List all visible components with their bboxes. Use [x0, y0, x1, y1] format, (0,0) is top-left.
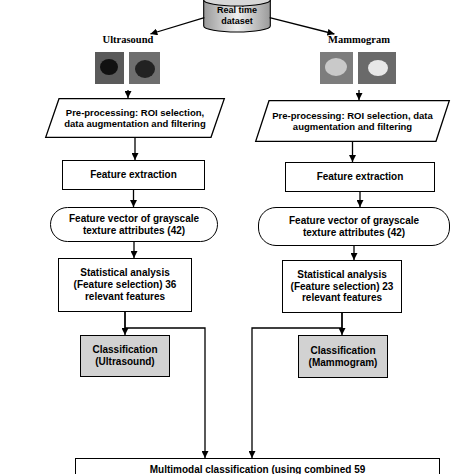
node-text: Statistical analysis (Feature selection)…	[65, 267, 185, 302]
node-text: Feature vector of grayscale texture attr…	[65, 213, 203, 237]
cylinder-body	[204, 0, 271, 32]
flow-arrow	[124, 312, 125, 335]
mammogram-image	[358, 52, 396, 84]
flow-arrow	[341, 313, 342, 335]
flow-arrow	[270, 18, 335, 34]
data-terminal: Feature vector of grayscale texture attr…	[258, 207, 450, 246]
mammogram-thumbnails	[320, 52, 396, 84]
flow-arrow	[352, 142, 353, 162]
node-text: Classification (Mammogram)	[305, 345, 381, 369]
node-text: Feature extraction	[90, 169, 177, 181]
process-parallelogram: Pre-processing: ROI selection, data augm…	[255, 100, 450, 142]
node-text: Statistical analysis (Feature selection)…	[289, 269, 395, 304]
node-text: Classification (Ultrasound)	[87, 344, 163, 368]
parallelogram-shape	[46, 99, 225, 138]
flow-arrow	[359, 192, 360, 207]
parallelogram-shape	[256, 101, 450, 142]
flow-arrow	[358, 90, 359, 100]
lesion-blob	[135, 60, 155, 78]
flow-arrow	[353, 246, 354, 260]
flow-arrow	[133, 242, 134, 258]
process-box: Multimodal classification (using combine…	[75, 458, 440, 474]
flow-arrow	[133, 190, 134, 207]
process-box: Feature extraction	[62, 160, 205, 190]
process-box: Statistical analysis (Feature selection)…	[282, 260, 402, 313]
tissue-blob	[368, 60, 388, 76]
modality-label: Mammogram	[318, 34, 400, 90]
cylinder-top	[204, 0, 271, 6]
process-box: Statistical analysis (Feature selection)…	[58, 258, 192, 312]
flow-arrow	[125, 312, 205, 458]
flow-arrow	[252, 313, 342, 458]
classifier-box: Classification (Mammogram)	[298, 335, 388, 378]
process-parallelogram: Pre-processing: ROI selection, data augm…	[45, 98, 225, 138]
dataset-cylinder: Real time dataset	[203, 0, 271, 32]
ultrasound-image	[129, 52, 160, 84]
node-text: Ultrasound	[103, 34, 154, 46]
node-text: Feature vector of grayscale texture attr…	[273, 215, 435, 239]
node-text: Pre-processing: ROI selection, data augm…	[271, 110, 434, 132]
flow-arrow	[134, 138, 135, 160]
tissue-blob	[325, 58, 347, 76]
ultrasound-image	[95, 52, 124, 84]
flow-arrow	[150, 18, 204, 34]
classifier-box: Classification (Ultrasound)	[80, 335, 170, 377]
node-text: Real time dataset	[207, 5, 267, 26]
mammogram-image	[320, 52, 353, 84]
node-text: Pre-processing: ROI selection, data augm…	[61, 107, 209, 129]
node-text: Feature extraction	[317, 171, 404, 183]
lesion-blob	[100, 59, 118, 75]
ultrasound-thumbnails	[95, 52, 160, 84]
process-box: Feature extraction	[285, 162, 435, 192]
node-text: Mammogram	[328, 34, 390, 46]
modality-label: Ultrasound	[88, 34, 168, 90]
flow-arrow	[127, 90, 128, 98]
node-text: Multimodal classification (using combine…	[150, 464, 366, 474]
data-terminal: Feature vector of grayscale texture attr…	[50, 207, 218, 242]
